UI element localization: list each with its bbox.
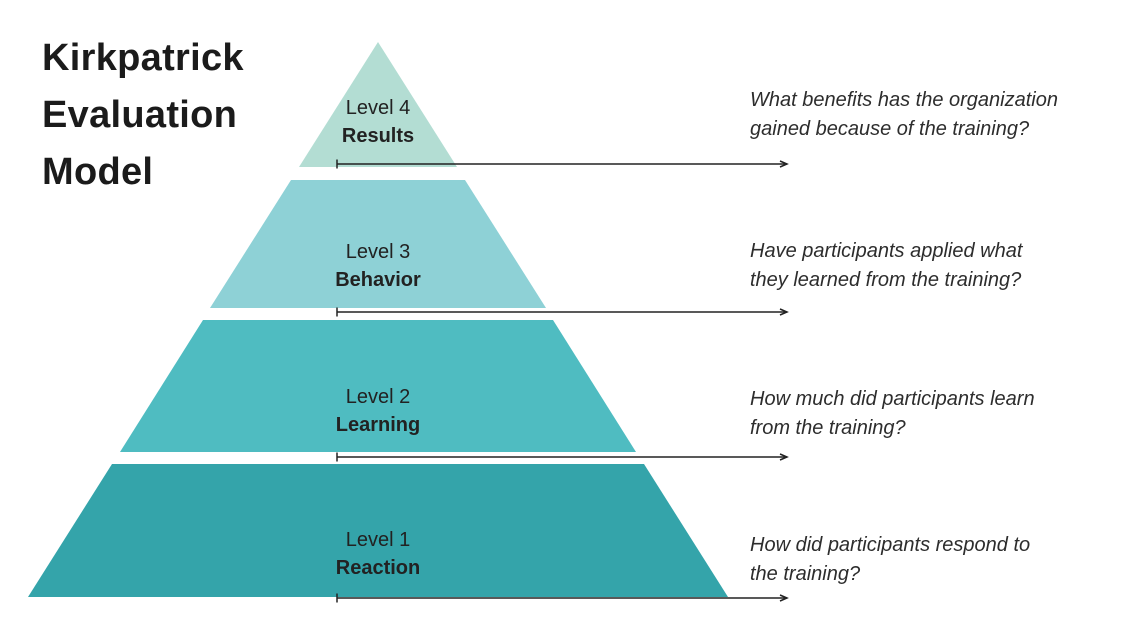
question-level-1-line-2: the training? xyxy=(750,563,861,585)
question-level-4-line-1: What benefits has the organization xyxy=(750,89,1058,111)
pyramid-segment-level-4 xyxy=(299,42,457,167)
level-2-name: Learning xyxy=(335,414,421,436)
title-line-3: Model xyxy=(42,151,154,193)
question-level-2: How much did participants learn from the… xyxy=(750,385,1140,443)
question-level-2-line-2: from the training? xyxy=(750,417,906,439)
question-level-4: What benefits has the organization gaine… xyxy=(750,86,1140,144)
question-level-3-line-2: they learned from the training? xyxy=(750,269,1022,291)
pyramid-segment-level-1 xyxy=(28,464,728,597)
level-1-label: Level 1 Reaction xyxy=(178,526,578,582)
level-1-name: Reaction xyxy=(335,557,421,579)
level-3-name: Behavior xyxy=(335,269,421,291)
question-level-2-line-1: How much did participants learn xyxy=(750,388,1035,410)
question-level-3-line-1: Have participants applied what xyxy=(750,240,1023,262)
level-1-number: Level 1 xyxy=(345,529,411,551)
connector-line-level-3 xyxy=(336,307,789,317)
title-line-1: Kirkpatrick xyxy=(42,37,244,79)
question-level-1-line-1: How did participants respond to xyxy=(750,534,1031,556)
level-3-number: Level 3 xyxy=(345,241,411,263)
connector-line-level-4 xyxy=(336,159,789,169)
pyramid-segment-level-3 xyxy=(210,180,546,308)
level-4-label: Level 4 Results xyxy=(178,94,578,150)
pyramid-segment-level-2 xyxy=(120,320,636,452)
level-3-label: Level 3 Behavior xyxy=(178,238,578,294)
question-level-3: Have participants applied what they lear… xyxy=(750,237,1140,295)
diagram-title: Kirkpatrick Evaluation Model xyxy=(42,30,244,201)
level-2-number: Level 2 xyxy=(345,386,411,408)
level-2-label: Level 2 Learning xyxy=(178,383,578,439)
level-4-name: Results xyxy=(341,125,415,147)
connector-line-level-2 xyxy=(336,452,789,462)
title-line-2: Evaluation xyxy=(42,94,238,136)
question-level-1: How did participants respond to the trai… xyxy=(750,531,1140,589)
connector-line-level-1 xyxy=(336,593,789,603)
level-4-number: Level 4 xyxy=(345,97,411,119)
question-level-4-line-2: gained because of the training? xyxy=(750,118,1030,140)
